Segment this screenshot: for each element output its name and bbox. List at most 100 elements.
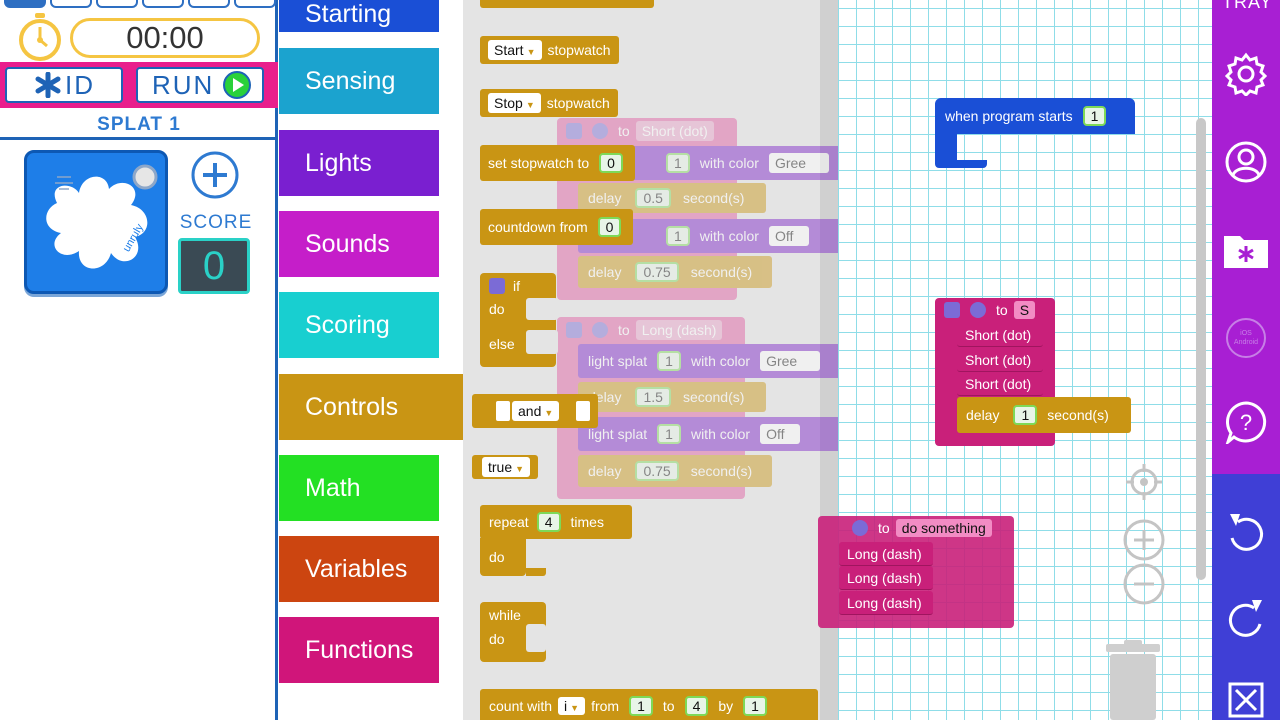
help-icon[interactable]: ? [1224, 400, 1268, 444]
block-label: Short (dot) [965, 375, 1032, 392]
device-tab[interactable] [142, 0, 184, 8]
slot [576, 401, 590, 421]
gear-icon[interactable] [489, 278, 505, 294]
gear-icon[interactable] [944, 302, 960, 318]
svg-text:?: ? [1240, 410, 1252, 435]
add-robot-icon[interactable] [190, 150, 240, 200]
block-label: set stopwatch to [488, 155, 590, 171]
robot-panel: 00:00 ID RUN SPLAT 1 [0, 0, 278, 720]
block-set-stopwatch[interactable]: set stopwatch to 0 [480, 145, 635, 181]
category-starting[interactable]: Starting [279, 0, 439, 32]
block-label: Short (dot) [965, 351, 1032, 368]
workspace-scrollbar[interactable] [1196, 118, 1206, 580]
call-short-dot[interactable]: Short (dot) [957, 372, 1043, 396]
device-tab[interactable] [188, 0, 230, 8]
redo-icon[interactable] [1224, 596, 1268, 640]
ghost-value: 1 [657, 424, 681, 444]
block-countdown[interactable]: countdown from 0 [480, 209, 634, 245]
ios-android-icon[interactable]: iOS Android [1224, 316, 1268, 360]
device-tab[interactable] [96, 0, 138, 8]
ghost-label: with color [699, 228, 759, 244]
from-value[interactable]: 1 [629, 696, 653, 716]
device-tab[interactable] [4, 0, 46, 8]
control-bar: ID RUN [0, 62, 278, 108]
countdown-value[interactable]: 0 [597, 217, 622, 237]
block-label: when program starts [945, 108, 1073, 124]
when-starts-value[interactable]: 1 [1082, 106, 1107, 126]
block-stop-stopwatch[interactable]: Stop▼ stopwatch [480, 89, 618, 117]
user-account-icon[interactable] [1224, 140, 1268, 184]
ghost-value: 1 [666, 226, 690, 246]
category-lights[interactable]: Lights [279, 130, 439, 196]
undo-icon[interactable] [1224, 510, 1268, 554]
help-icon [592, 123, 608, 139]
trash-icon[interactable] [1104, 640, 1162, 720]
block-true[interactable]: true▼ [472, 455, 539, 479]
function-name-field[interactable]: S [1013, 301, 1036, 319]
help-icon[interactable] [852, 520, 868, 536]
settings-gear-icon[interactable] [1224, 52, 1268, 96]
category-sounds[interactable]: Sounds [279, 211, 439, 277]
device-tab[interactable] [234, 0, 276, 8]
category-variables[interactable]: Variables [279, 536, 439, 602]
repeat-value[interactable]: 4 [536, 512, 561, 532]
call-short-dot[interactable]: Short (dot) [957, 323, 1043, 347]
device-tab[interactable] [50, 0, 92, 8]
block-label: countdown from [488, 219, 588, 235]
run-button[interactable]: RUN [136, 67, 264, 103]
zoom-out-icon[interactable] [1122, 562, 1166, 606]
block-partial[interactable] [480, 0, 654, 8]
category-math[interactable]: Math [279, 455, 439, 521]
block-count-with[interactable]: count with i▼ from 1 to 4 by 1 [480, 689, 818, 720]
to-value[interactable]: 4 [684, 696, 709, 716]
gear-icon [566, 123, 582, 139]
delay-value[interactable]: 1 [1013, 405, 1038, 425]
start-dropdown[interactable]: Start▼ [488, 40, 542, 60]
timer-row: 00:00 [0, 10, 278, 62]
category-scoring[interactable]: Scoring [279, 292, 439, 358]
help-icon[interactable] [970, 302, 986, 318]
block-label: Long (dash) [847, 569, 922, 586]
ghost-label: light splat [588, 426, 648, 442]
by-value[interactable]: 1 [743, 696, 767, 716]
call-long-dash[interactable]: Long (dash) [839, 566, 933, 590]
folder-icon[interactable] [1222, 228, 1270, 272]
tray-label[interactable]: TRAY [1222, 0, 1273, 12]
stop-dropdown-label: Stop [494, 95, 523, 111]
svg-text:iOS: iOS [1240, 330, 1252, 337]
category-functions[interactable]: Functions [279, 617, 439, 683]
ghost-label: light splat [588, 353, 648, 369]
ghost-label: second(s) [682, 190, 745, 206]
splat-robot-card[interactable]: unruly [24, 150, 168, 294]
call-short-dot[interactable]: Short (dot) [957, 348, 1043, 372]
block-label: to [878, 520, 890, 536]
set-stopwatch-value[interactable]: 0 [599, 153, 623, 173]
and-dropdown[interactable]: and▼ [512, 401, 560, 421]
score-display: 0 [178, 238, 250, 294]
recenter-icon[interactable] [1122, 460, 1166, 504]
block-label: repeat [489, 514, 529, 530]
device-tabs[interactable] [4, 0, 276, 8]
svg-text:Android: Android [1234, 339, 1258, 346]
block-label: Short (dot) [965, 326, 1032, 343]
ghost-label: with color [699, 155, 759, 171]
ghost-label: to [618, 322, 630, 338]
call-long-dash[interactable]: Long (dash) [839, 542, 933, 566]
ghost-value: 0.75 [635, 262, 679, 282]
gear-icon [566, 322, 582, 338]
true-dropdown[interactable]: true▼ [482, 457, 531, 477]
block-start-stopwatch[interactable]: Start▼ stopwatch [480, 36, 619, 64]
ghost-label: second(s) [682, 389, 745, 405]
count-var-label: i [564, 698, 568, 714]
id-button[interactable]: ID [5, 67, 123, 103]
call-long-dash[interactable]: Long (dash) [839, 591, 933, 615]
category-sensing[interactable]: Sensing [279, 48, 439, 114]
category-controls[interactable]: Controls [279, 374, 463, 440]
stop-dropdown[interactable]: Stop▼ [488, 93, 541, 113]
splat-icon: unruly [46, 164, 158, 269]
function-name-field[interactable]: do something [895, 519, 992, 537]
count-var-dropdown[interactable]: i▼ [558, 697, 586, 715]
close-icon[interactable] [1228, 682, 1264, 718]
zoom-in-icon[interactable] [1122, 518, 1166, 562]
block-delay[interactable]: delay 1 second(s) [957, 397, 1131, 433]
